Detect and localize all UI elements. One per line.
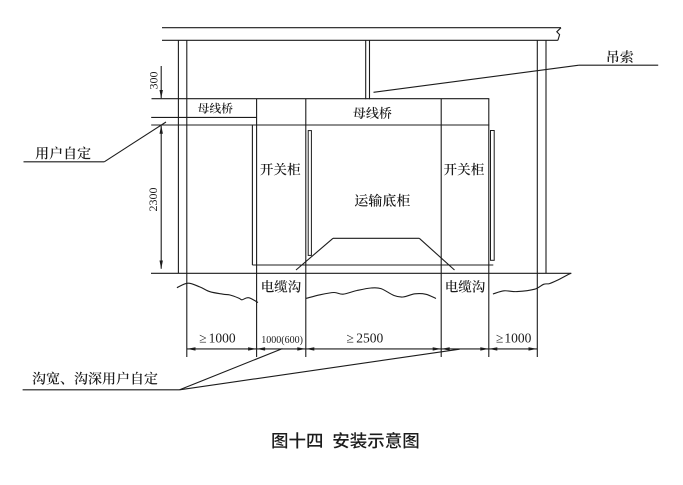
- svg-text:1000(600): 1000(600): [261, 335, 303, 346]
- svg-text:300: 300: [147, 72, 161, 90]
- svg-text:1000: 1000: [504, 331, 531, 346]
- svg-text:2500: 2500: [356, 331, 383, 346]
- svg-text:≥: ≥: [347, 331, 354, 346]
- svg-text:≥: ≥: [199, 331, 206, 346]
- svg-text:≥: ≥: [496, 331, 503, 346]
- svg-text:2300: 2300: [146, 188, 160, 212]
- svg-text:1000: 1000: [209, 331, 236, 346]
